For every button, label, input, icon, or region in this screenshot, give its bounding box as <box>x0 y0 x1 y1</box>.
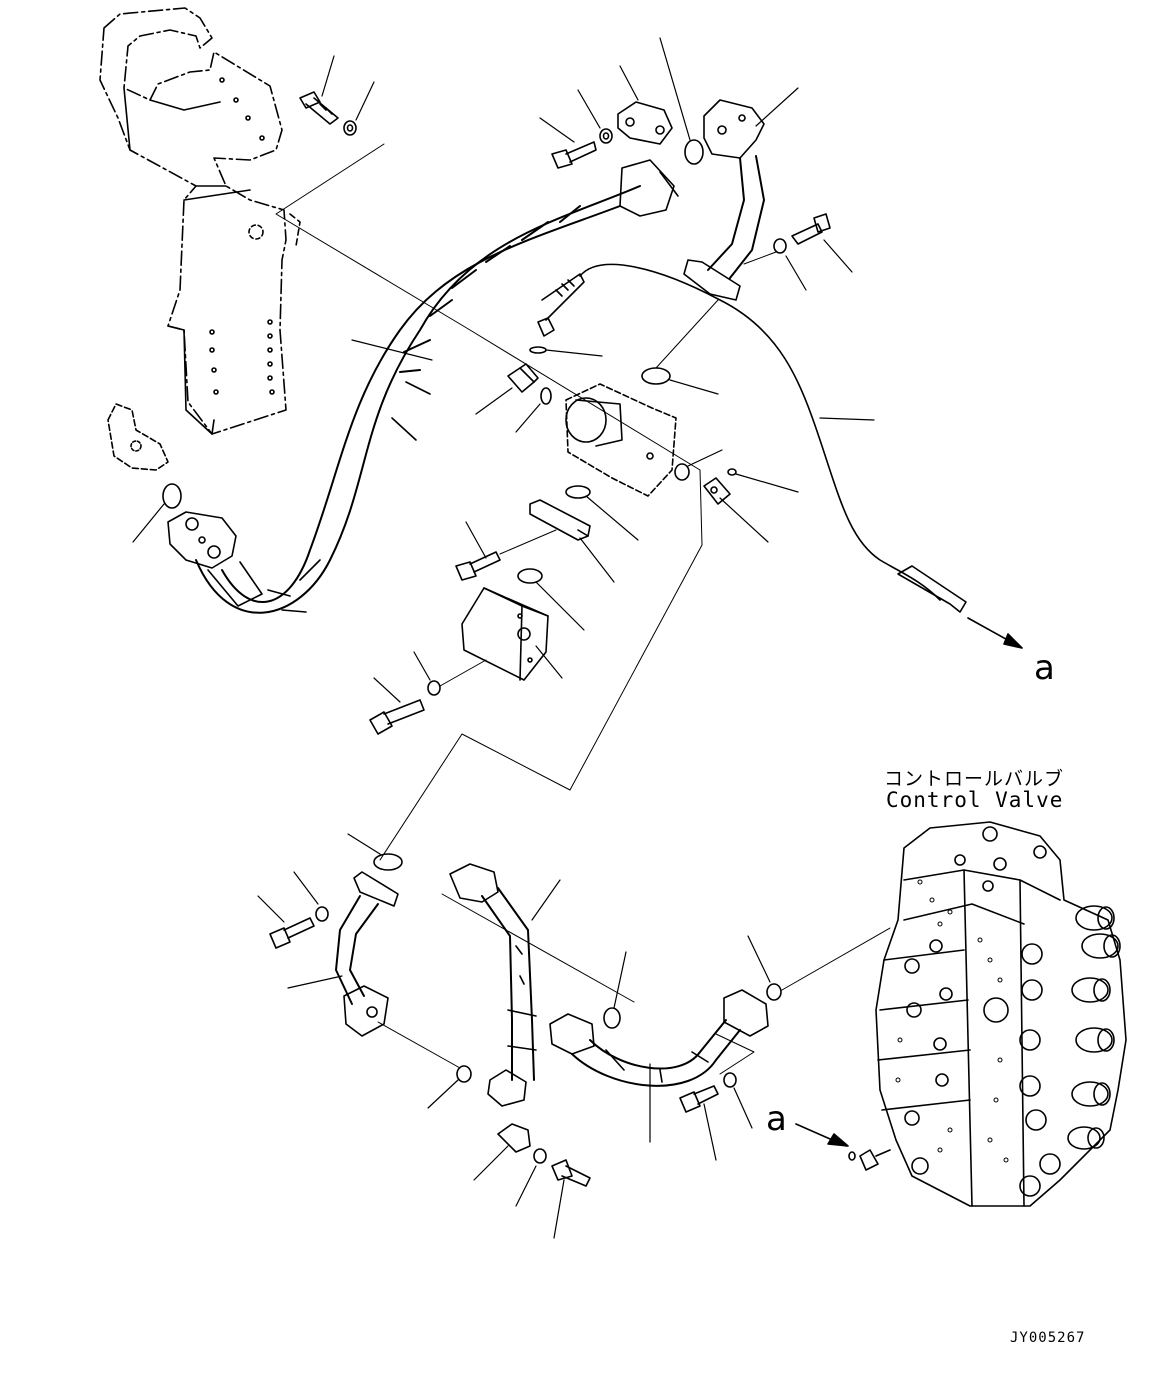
split-flange-top <box>617 101 673 145</box>
bolt-lower-center <box>369 699 425 735</box>
control-valve-label-ja: コントロールバルブ <box>884 768 1065 790</box>
o-ring-center-1 <box>529 346 547 354</box>
reference-a-top: a <box>1034 648 1055 688</box>
reference-a-bottom: a <box>766 1099 787 1139</box>
control-valve-assembly <box>875 821 1127 1207</box>
washer-lower-left <box>315 906 329 922</box>
figure-id: JY005267 <box>1010 1330 1086 1346</box>
bolt-center <box>455 551 501 581</box>
control-valve-label-en: Control Valve <box>886 788 1064 812</box>
bracket-frame <box>99 7 301 435</box>
plate-strip <box>529 499 591 541</box>
o-ring-center-7 <box>517 568 543 584</box>
washer-top-left <box>343 120 357 136</box>
o-ring-lower-2 <box>456 1065 472 1083</box>
bolt-lower-right <box>679 1085 719 1113</box>
o-ring-center-6 <box>565 485 591 499</box>
o-ring-center-3 <box>540 387 552 405</box>
o-ring-center-5 <box>727 468 737 476</box>
bolt-lower-center-2 <box>551 1159 591 1187</box>
bolt-lower-left <box>269 917 315 949</box>
hose-lower-center <box>449 863 537 1107</box>
o-ring-lower-3 <box>603 1007 621 1029</box>
o-ring-center-4 <box>674 463 690 481</box>
split-flange-lower <box>497 1123 531 1153</box>
valve-block-center <box>565 383 677 497</box>
fitting-right-center <box>703 477 731 505</box>
washer-lower-right <box>723 1072 737 1088</box>
bolt-top-right <box>791 213 831 245</box>
o-ring-lower-1 <box>373 853 403 871</box>
o-ring-top <box>684 139 704 165</box>
bolt-top-center <box>551 141 597 169</box>
arrow-a-bottom <box>795 1123 849 1147</box>
hose-lower-right <box>549 989 769 1087</box>
o-ring-left <box>162 483 182 509</box>
fitting-left-center <box>507 363 539 393</box>
flange-adapter-left <box>107 403 169 471</box>
washer-top-center <box>599 128 613 144</box>
rigid-tube-top-right <box>683 99 765 301</box>
arrow-a-top <box>967 617 1023 649</box>
bolt-top-left <box>299 91 339 125</box>
o-ring-lower-4 <box>766 983 782 1001</box>
flange-block <box>461 587 549 681</box>
hose-large-upper <box>167 159 679 614</box>
washer-lower-center-2 <box>533 1148 547 1164</box>
washer-top-right <box>773 238 787 254</box>
sensor-line <box>537 263 967 613</box>
washer-lower-center <box>427 680 441 696</box>
rigid-tube-lower-left <box>335 871 399 1037</box>
o-ring-center-2 <box>641 367 671 385</box>
sensor-fitting <box>848 1149 891 1171</box>
